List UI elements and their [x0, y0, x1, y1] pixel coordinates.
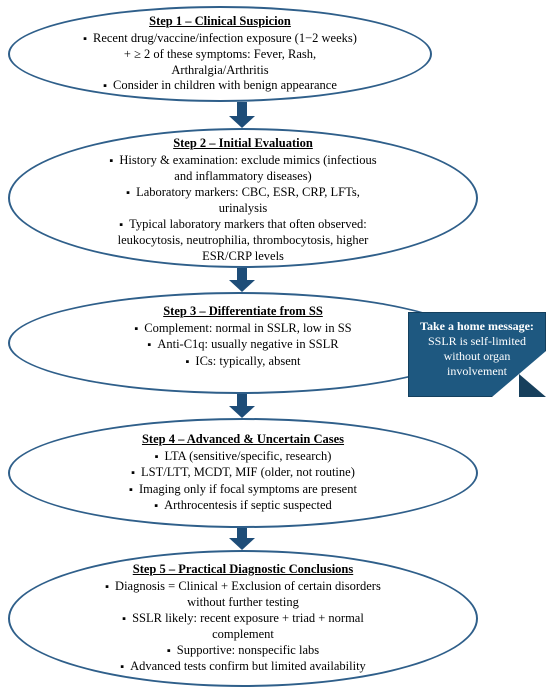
step2-line: History & examination: exclude mimics (i…: [50, 153, 436, 170]
step5-title: Step 5 – Practical Diagnostic Conclusion…: [132, 562, 354, 576]
step3-line: ICs: typically, absent: [90, 354, 396, 371]
step5-line: Advanced tests confirm but limited avail…: [58, 659, 428, 676]
step4-line: Imaging only if focal symptoms are prese…: [70, 482, 416, 499]
step3-line: Complement: normal in SSLR, low in SS: [90, 321, 396, 338]
note-folded-corner: [519, 374, 546, 397]
step5-line: Diagnosis = Clinical + Exclusion of cert…: [58, 579, 428, 596]
step4-line: Arthrocentesis if septic suspected: [70, 498, 416, 515]
step1-line: Arthralgia/Arthritis: [171, 62, 269, 77]
step1-line: Recent drug/vaccine/infection exposure (…: [40, 31, 400, 48]
step4-title: Step 4 – Advanced & Uncertain Cases: [141, 432, 345, 446]
step2-line: Typical laboratory markers that often ob…: [50, 217, 436, 234]
step3-title: Step 3 – Differentiate from SS: [163, 304, 323, 318]
step2-line: ESR/CRP levels: [202, 248, 284, 263]
step5-line: SSLR likely: recent exposure + triad + n…: [58, 611, 428, 628]
note-title: Take a home message:: [420, 319, 534, 333]
step4-content: Step 4 – Advanced & Uncertain Cases LTA …: [70, 432, 416, 515]
step3-line: Anti-C1q: usually negative in SSLR: [90, 337, 396, 354]
step5-line: Supportive: nonspecific labs: [58, 643, 428, 660]
step2-title: Step 2 – Initial Evaluation: [173, 136, 313, 150]
step3-content: Step 3 – Differentiate from SS Complemen…: [90, 304, 396, 370]
step1-content: Step 1 – Clinical Suspicion Recent drug/…: [40, 14, 400, 95]
step5-content: Step 5 – Practical Diagnostic Conclusion…: [58, 562, 428, 676]
step2-line: urinalysis: [218, 201, 268, 215]
step4-line: LST/LTT, MCDT, MIF (older, not routine): [70, 465, 416, 482]
step1-line: Consider in children with benign appeara…: [40, 78, 400, 95]
step5-line: complement: [212, 627, 274, 641]
note-line: SSLR is self-limited: [427, 334, 526, 348]
step2-line: leukocytosis, neutrophilia, thrombocytos…: [117, 233, 369, 247]
step4-line: LTA (sensitive/specific, research): [70, 449, 416, 466]
step1-line: + ≥ 2 of these symptoms: Fever, Rash,: [123, 47, 317, 61]
step5-line: without further testing: [187, 595, 299, 609]
step2-content: Step 2 – Initial Evaluation History & ex…: [50, 136, 436, 264]
step1-title: Step 1 – Clinical Suspicion: [149, 14, 291, 28]
step2-line: and inflammatory diseases): [174, 169, 312, 183]
note-line: without organ: [443, 349, 511, 363]
step2-line: Laboratory markers: CBC, ESR, CRP, LFTs,: [50, 185, 436, 202]
